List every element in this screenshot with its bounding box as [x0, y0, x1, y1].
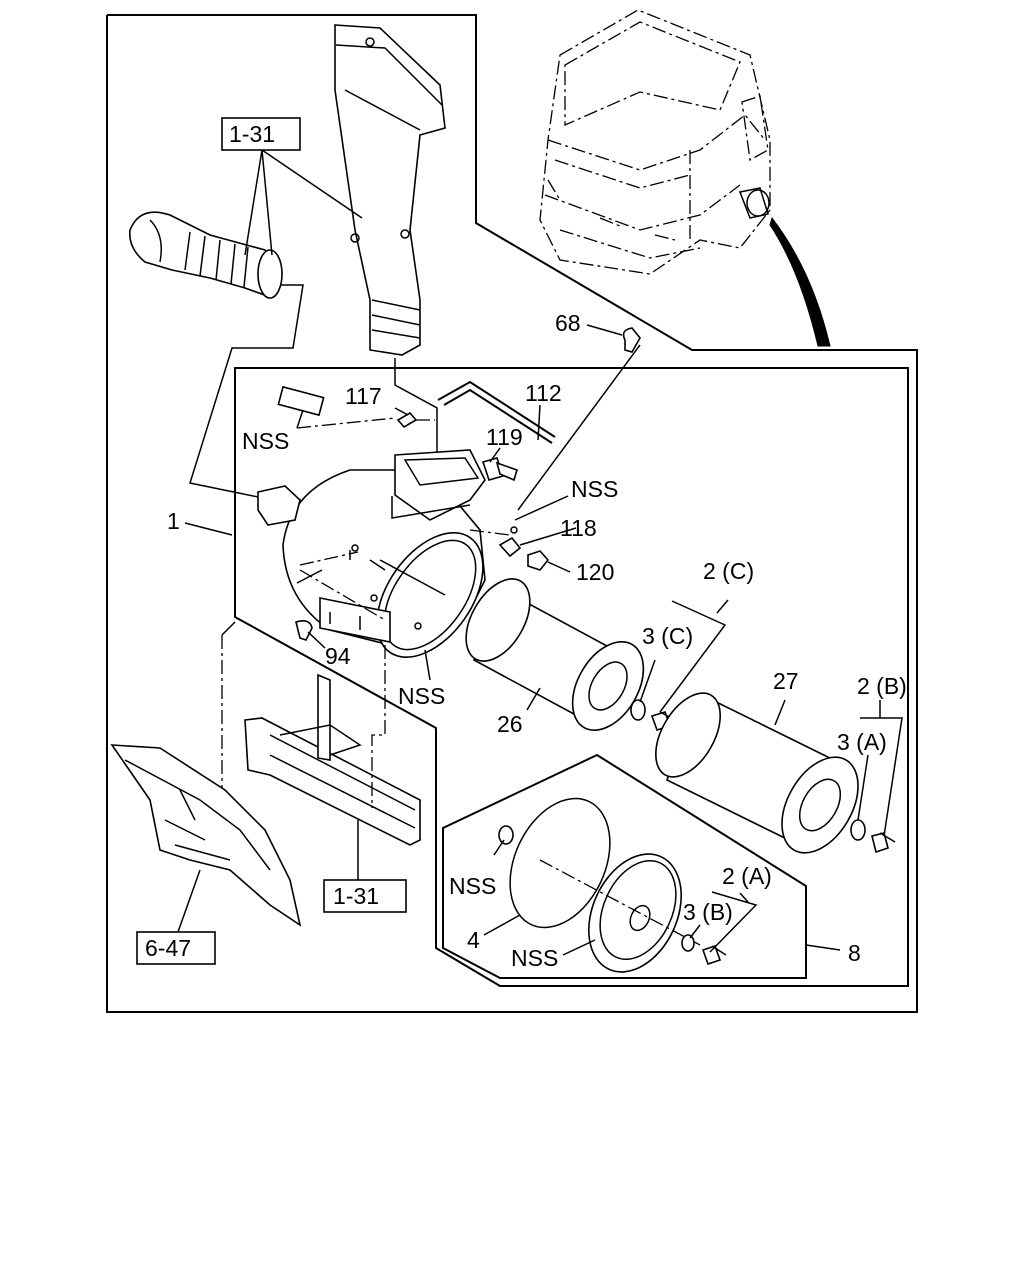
part-2b-wingbolt: [871, 832, 896, 854]
part-117-fitting: [296, 411, 435, 429]
label-1: 1: [167, 508, 180, 534]
element-kit-frame: [442, 753, 807, 979]
air-cleaner-subframe: [234, 367, 909, 987]
intake-hose: [128, 211, 283, 299]
ref-box-6-47: [136, 931, 216, 965]
truck-cab-illustration: [539, 9, 831, 347]
label-nss-bottom: NSS: [398, 683, 445, 709]
label-112: 112: [525, 380, 562, 406]
air-cleaner-housing: [257, 385, 486, 658]
label-117: 117: [345, 383, 382, 409]
ref-label-1-31-bottom: 1-31: [333, 883, 379, 909]
part-120-nut: [527, 550, 550, 571]
label-94: 94: [325, 643, 351, 669]
nss-kit-washer: [498, 825, 514, 845]
part-3a-washer: [850, 819, 866, 841]
part-3b-washer: [681, 934, 695, 952]
label-3b: 3 (B): [683, 899, 733, 925]
part-118-bracket: [498, 526, 522, 558]
label-nss-kit2: NSS: [511, 945, 558, 971]
nss-kit-cover: [587, 853, 683, 973]
callout-lines-top: [189, 149, 438, 499]
part-2a-wingbolt: [701, 944, 727, 966]
ref-label-1-31-top: 1-31: [229, 121, 275, 147]
label-3a: 3 (A): [837, 729, 887, 755]
label-8: 8: [848, 940, 861, 966]
label-4: 4: [467, 927, 480, 953]
part-4-gasket: [509, 797, 611, 929]
label-2b: 2 (B): [857, 673, 907, 699]
label-2c: 2 (C): [703, 558, 754, 584]
label-68: 68: [555, 310, 581, 336]
ref-box-1-31-top: [221, 117, 301, 151]
part-3c-washer: [630, 699, 646, 721]
part-27-element: [655, 692, 859, 854]
part-26-element: [465, 578, 645, 731]
label-nss-top-left: NSS: [242, 428, 289, 454]
mounting-bracket: [244, 673, 421, 846]
label-nss-kit: NSS: [449, 873, 496, 899]
ref-box-1-31-bottom: [323, 879, 407, 913]
label-118: 118: [560, 515, 597, 541]
air-intake-duct: [334, 24, 446, 356]
label-27: 27: [773, 668, 799, 694]
label-26: 26: [497, 711, 523, 737]
part-68-indicator: [517, 327, 641, 511]
leader-lines: [184, 324, 903, 956]
label-120: 120: [576, 559, 614, 585]
side-panel-bracket: [110, 744, 302, 927]
part-94-clip: [295, 620, 313, 641]
label-3c: 3 (C): [642, 623, 693, 649]
diagram-frame: [106, 14, 918, 1013]
label-119: 119: [486, 424, 523, 450]
label-2a: 2 (A): [722, 863, 772, 889]
part-119-bolt: [481, 457, 518, 482]
ref-label-6-47: 6-47: [145, 935, 191, 961]
part-112-tube: [437, 380, 556, 444]
label-nss-right: NSS: [571, 476, 618, 502]
